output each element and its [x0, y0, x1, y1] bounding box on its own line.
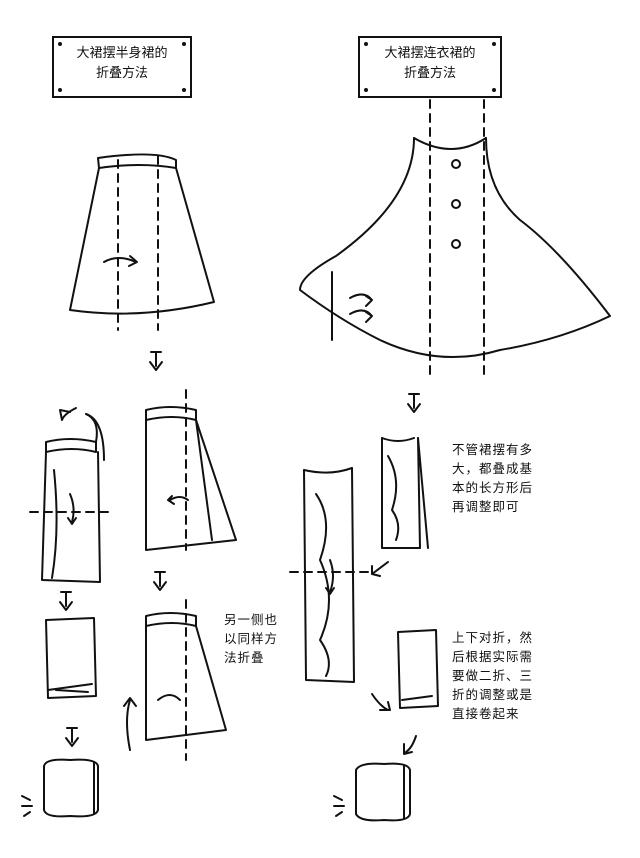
note-rectangle: 不管裙摆有多 大，都叠成基 本的长方形后 再调整即可: [452, 440, 533, 516]
left-title-line1: 大裙摆半身裙的: [76, 46, 168, 61]
left-title-line2: 折叠方法: [95, 66, 148, 81]
corner-dot: [58, 88, 62, 92]
arrow-down-icon: [59, 591, 73, 611]
skirt-step-right-fold: [145, 389, 237, 551]
note-final-fold: 上下对折，然 后根据实际需 要做二折、三 折的调整或是 直接卷起来: [452, 628, 533, 723]
dress-step-long-rectangle: [289, 467, 389, 683]
note-line: 上下对折，然: [452, 630, 534, 645]
arrow-down-icon: [153, 571, 167, 591]
arrow-down-icon: [65, 727, 79, 747]
arrow-down-icon: [407, 393, 421, 413]
dress-step-sides-folded: [381, 437, 429, 549]
corner-dot: [364, 88, 368, 92]
skirt-step-second-side: [123, 599, 227, 761]
skirt-roll-result: [21, 758, 99, 818]
note-line: 以同样方: [224, 631, 279, 646]
skirt-step-folded-rectangle: [45, 617, 97, 699]
note-line: 再调整即可: [452, 499, 520, 514]
corner-dot: [58, 42, 62, 46]
skirt-step-left-fold: [29, 407, 113, 583]
corner-dot: [182, 42, 186, 46]
note-line: 另一侧也: [224, 612, 279, 627]
note-line: 法折叠: [224, 650, 265, 665]
note-same-side: 另一侧也 以同样方 法折叠: [224, 610, 278, 667]
note-line: 后根据实际需: [452, 649, 534, 664]
right-title-line2: 折叠方法: [403, 66, 456, 81]
left-title-card: 大裙摆半身裙的 折叠方法: [52, 36, 192, 98]
right-title-card: 大裙摆连衣裙的 折叠方法: [358, 36, 502, 98]
corner-dot: [492, 88, 496, 92]
skirt-flat: [69, 153, 215, 331]
corner-dot: [492, 42, 496, 46]
arrow-down-icon: [149, 351, 163, 371]
corner-dot: [364, 42, 368, 46]
arrow-left-down-icon: [403, 735, 417, 755]
right-title-line1: 大裙摆连衣裙的: [384, 46, 476, 61]
note-line: 直接卷起来: [452, 706, 520, 721]
corner-dot: [182, 88, 186, 92]
dress-flat: [299, 99, 611, 381]
note-line: 大，都叠成基: [452, 461, 534, 476]
note-line: 要做二折、三: [452, 668, 534, 683]
arrow-right-down-icon: [371, 693, 391, 711]
dress-roll-result: [333, 762, 411, 822]
note-line: 不管裙摆有多: [452, 442, 534, 457]
dress-step-folded-small: [397, 629, 439, 709]
note-line: 本的长方形后: [452, 480, 534, 495]
note-line: 折的调整或是: [452, 687, 534, 702]
